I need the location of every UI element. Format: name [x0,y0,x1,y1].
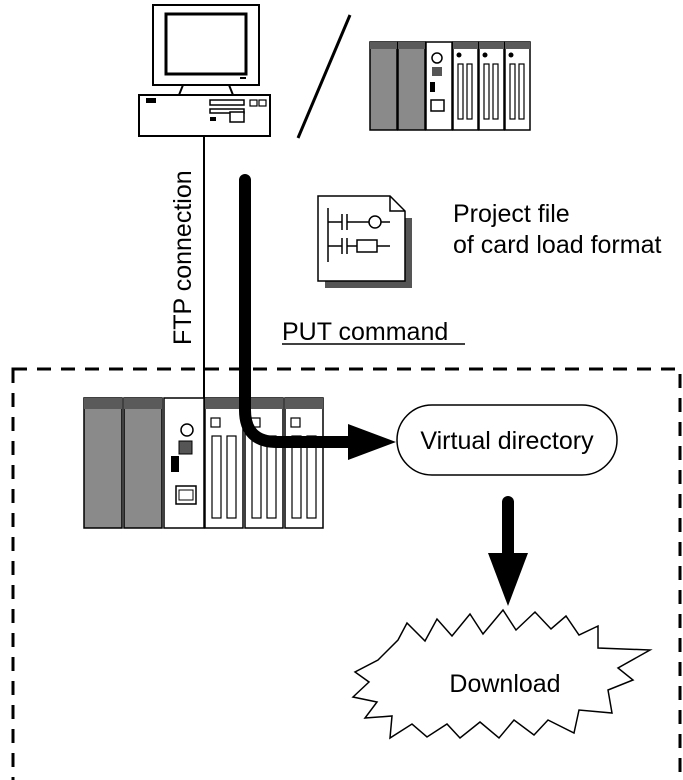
put-command-label: PUT command [282,318,448,346]
put-transfer-arrow [239,174,361,448]
separator-slash [296,14,352,139]
ladder-program-file-icon [317,195,412,288]
project-file-label-line2: of card load format [453,231,661,259]
plc-boundary [11,367,682,780]
put-transfer-arrowhead [348,424,396,460]
virtual-directory-label: Virtual directory [420,427,594,455]
virtual-directory-node [396,404,618,476]
plc-rack-small-icon [369,41,531,131]
ftp-connection-label: FTP connection [169,170,197,345]
download-starburst [351,608,653,740]
personal-computer-icon [138,4,271,137]
project-file-label-line1: Project file [453,200,570,228]
plc-rack-large-icon [83,397,324,529]
download-arrowhead [488,553,528,606]
download-label: Download [449,670,560,698]
